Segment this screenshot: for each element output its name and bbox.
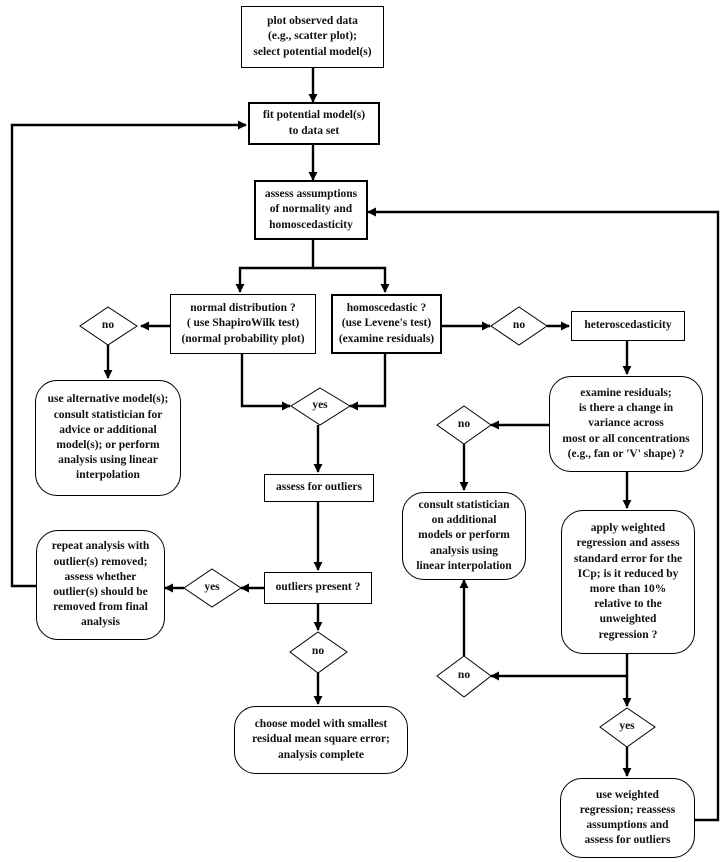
arrow-assess-to-normal (235, 240, 315, 293)
arrow-useweighted-to-assess (367, 207, 720, 822)
decision-yes-center-diamond (290, 387, 351, 426)
consult-statistician-box: consult statistician on additional model… (402, 492, 526, 580)
heteroscedasticity-box: heteroscedasticity (571, 311, 685, 341)
choose-model-box: choose model with smallest residual mean… (234, 706, 408, 774)
outliers-present-box: outliers present ? (264, 572, 372, 604)
decision-no-weighted-label: no (457, 669, 471, 681)
assess-assumptions-box: assess assumptions of normality and homo… (254, 180, 368, 240)
use-weighted-regression-box: use weighted regression; reassess assump… (560, 778, 695, 858)
decision-yes-outliers-diamond (183, 568, 242, 608)
arrow-normal-to-yes (240, 354, 291, 411)
decision-no-examine-label: no (457, 418, 471, 430)
alternative-model-box: use alternative model(s); consult statis… (35, 380, 181, 496)
assess-outliers-box: assess for outliers (264, 474, 374, 502)
decision-no-left-diamond (79, 306, 138, 346)
arrow-repeat-to-fit (10, 120, 247, 588)
homoscedastic-box: homoscedastic ? (use Levene's test) (exa… (331, 294, 442, 354)
repeat-analysis-box: repeat analysis with outlier(s) removed;… (36, 530, 165, 640)
decision-yes-weighted-label: yes (619, 720, 635, 732)
decision-yes-outliers-label: yes (204, 581, 220, 593)
decision-no-weighted-diamond (436, 655, 492, 698)
decision-no-right-label: no (512, 319, 526, 331)
decision-no-left-label: no (101, 319, 115, 331)
decision-yes-weighted-diamond (599, 707, 656, 748)
decision-no-outliers-label: no (311, 645, 325, 657)
weighted-regression-box: apply weighted regression and assess sta… (561, 510, 695, 654)
plot-observed-data-box: plot observed data (e.g., scatter plot);… (241, 6, 384, 68)
arrow-weighted-to-no (490, 654, 629, 681)
normal-distribution-box: normal distribution ? ( use ShapiroWilk … (170, 294, 316, 354)
arrow-assess-to-homo (313, 266, 390, 293)
decision-no-examine-diamond (436, 405, 492, 445)
decision-no-outliers-diamond (289, 631, 348, 674)
arrow-homo-to-yes (349, 354, 387, 411)
decision-yes-center-label: yes (312, 399, 328, 411)
examine-residuals-box: examine residuals; is there a change in … (549, 376, 703, 472)
decision-no-right-diamond (490, 306, 548, 346)
fit-model-box: fit potential model(s) to data set (248, 102, 380, 145)
